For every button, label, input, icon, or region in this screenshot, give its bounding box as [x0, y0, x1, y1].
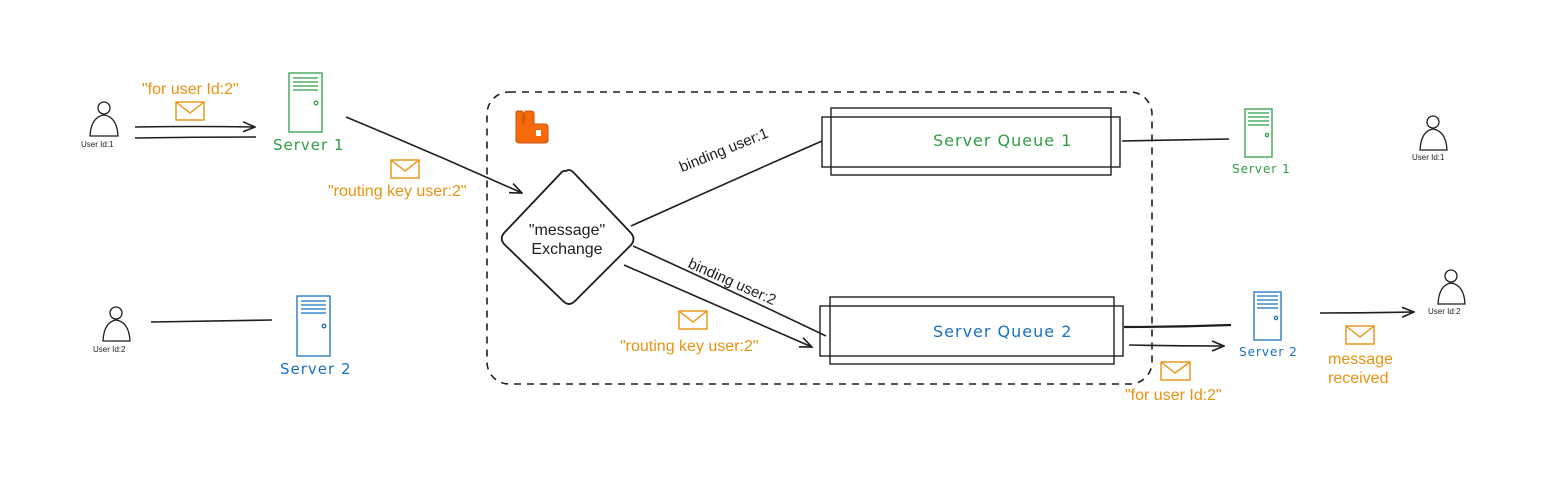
user-label-left-1: User Id:1 [81, 140, 114, 149]
line-user2-server2 [150, 319, 273, 323]
exchange-diamond [500, 169, 635, 305]
exchange-label-line2: Exchange [531, 241, 603, 258]
server-label-right-1: Server 1 [1232, 162, 1291, 176]
server-label-right-2: Server 2 [1239, 345, 1298, 359]
line-exchange-queue2 [632, 245, 827, 337]
arrow-server2-to-user2 [1319, 312, 1414, 313]
envelope-icon-1 [175, 101, 205, 121]
rabbitmq-boundary [486, 91, 1153, 385]
user-icon-left-1 [89, 101, 119, 137]
envelope-icon-4 [1160, 361, 1191, 381]
queue-2-box [819, 296, 1124, 365]
server-label-left-1: Server 1 [273, 136, 345, 154]
arrow-exchange-to-queue2 [623, 264, 812, 347]
queue-1-label: Server Queue 1 [933, 131, 1073, 150]
arrow-server1-to-exchange [345, 116, 522, 193]
arrow-user1-to-server1 [134, 127, 255, 128]
line-exchange-queue1 [630, 140, 823, 227]
user-icon-right-2 [1437, 269, 1466, 305]
arrow-queue2-to-server2 [1128, 345, 1224, 346]
exchange-label: "message" Exchange [516, 221, 618, 259]
line-user1-server1-return [134, 136, 257, 139]
received-label-line2: received [1328, 370, 1389, 387]
queue-1-box [821, 107, 1121, 176]
envelope-icon-5 [1345, 325, 1375, 345]
user-label-right-2: User Id:2 [1428, 307, 1461, 316]
queue-2-label: Server Queue 2 [933, 322, 1073, 341]
message-label-top: "for user Id:2" [142, 81, 239, 98]
user-icon-right-1 [1419, 115, 1448, 151]
server-icon-left-2 [296, 295, 331, 357]
received-label: message received [1328, 350, 1393, 388]
rabbitmq-logo-icon [515, 110, 549, 144]
user-label-right-1: User Id:1 [1412, 153, 1445, 162]
exchange-label-line1: "message" [528, 222, 606, 239]
user-icon-left-2 [102, 306, 131, 342]
line-queue2-server2 [1123, 323, 1232, 329]
line-queue1-server1 [1121, 138, 1230, 142]
envelope-icon-2 [390, 159, 420, 179]
received-label-line1: message [1328, 351, 1393, 368]
message-label-bottom: "for user Id:2" [1125, 387, 1222, 404]
routing-key-label-top: "routing key user:2" [328, 183, 467, 200]
server-label-left-2: Server 2 [280, 360, 352, 378]
routing-key-label-bottom: "routing key user:2" [620, 338, 759, 355]
server-icon-right-2 [1253, 291, 1282, 341]
server-icon-right-1 [1244, 108, 1273, 158]
server-icon-left-1 [288, 72, 323, 133]
envelope-icon-3 [678, 310, 708, 330]
user-label-left-2: User Id:2 [93, 345, 126, 354]
